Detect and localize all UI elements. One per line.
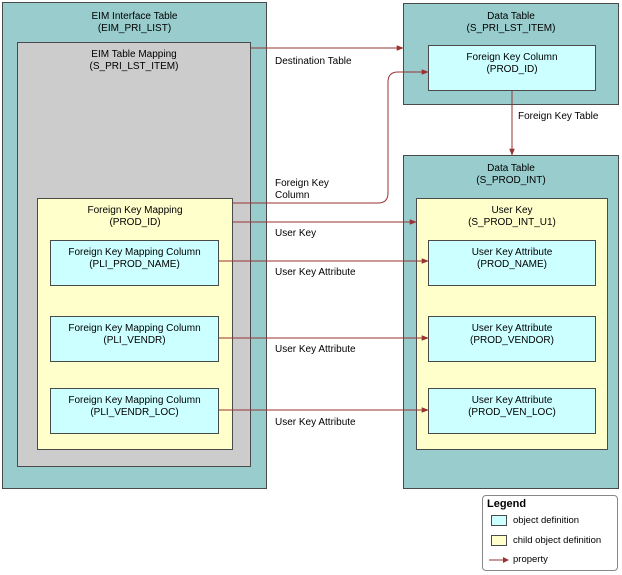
user-key-attribute-title: User Key Attribute — [471, 247, 553, 258]
foreign-key-column: Foreign Key Column (PROD_ID) — [428, 45, 596, 91]
edge-label-user-key-attribute-1: User Key Attribute — [275, 267, 356, 278]
legend-child-object-definition: child object definition — [513, 535, 602, 546]
edge-label-foreign-key-table: Foreign Key Table — [518, 111, 599, 122]
data-table-subtitle: (S_PRI_LST_ITEM) — [466, 23, 556, 34]
eim-table-mapping-subtitle: (S_PRI_LST_ITEM) — [89, 61, 179, 72]
legend-arrow-icon — [489, 557, 509, 563]
user-key-title: User Key — [491, 205, 533, 216]
edge-label-user-key-attribute-3: User Key Attribute — [275, 417, 356, 428]
data-table-subtitle: (S_PROD_INT) — [476, 175, 546, 186]
legend-title: Legend — [487, 498, 527, 510]
user-key-attribute-subtitle: (PROD_VENDOR) — [470, 335, 554, 346]
user-key-attribute-title: User Key Attribute — [471, 323, 553, 334]
foreign-key-column-title: Foreign Key Column — [466, 52, 558, 63]
legend: Legend object definition child object de… — [482, 495, 618, 571]
fk-mapping-column-vendr: Foreign Key Mapping Column (PLI_VENDR) — [50, 316, 219, 362]
fk-mapping-column-title: Foreign Key Mapping Column — [68, 247, 201, 258]
user-key-attribute-prod-ven-loc: User Key Attribute (PROD_VEN_LOC) — [428, 388, 596, 434]
fk-mapping-column-vendr-loc: Foreign Key Mapping Column (PLI_VENDR_LO… — [50, 388, 219, 434]
user-key-attribute-prod-name: User Key Attribute (PROD_NAME) — [428, 240, 596, 286]
fk-mapping-column-subtitle: (PLI_PROD_NAME) — [89, 259, 180, 270]
foreign-key-mapping-subtitle: (PROD_ID) — [109, 217, 161, 228]
user-key-attribute-prod-vendor: User Key Attribute (PROD_VENDOR) — [428, 316, 596, 362]
foreign-key-column-subtitle: (PROD_ID) — [486, 64, 538, 75]
fk-mapping-column-subtitle: (PLI_VENDR_LOC) — [90, 407, 179, 418]
fk-mapping-column-title: Foreign Key Mapping Column — [68, 323, 201, 334]
fk-mapping-column-title: Foreign Key Mapping Column — [68, 395, 201, 406]
user-key-attribute-title: User Key Attribute — [471, 395, 553, 406]
user-key-attribute-subtitle: (PROD_VEN_LOC) — [468, 407, 556, 418]
eim-interface-table-title: EIM Interface Table — [91, 11, 178, 22]
legend-object-definition: object definition — [513, 515, 580, 526]
eim-table-mapping-title: EIM Table Mapping — [91, 49, 177, 60]
user-key-attribute-subtitle: (PROD_NAME) — [476, 259, 547, 270]
legend-swatch-child-object-definition — [491, 535, 507, 546]
foreign-key-mapping-title: Foreign Key Mapping — [87, 205, 183, 216]
data-table-title: Data Table — [487, 163, 535, 174]
edge-label-foreign-key-column-2: Column — [275, 190, 310, 201]
fk-mapping-column-subtitle: (PLI_VENDR) — [103, 335, 166, 346]
edge-label-foreign-key-column-1: Foreign Key — [275, 178, 329, 189]
user-key-subtitle: (S_PROD_INT_U1) — [468, 217, 556, 228]
edge-label-user-key: User Key — [275, 228, 317, 239]
eim-interface-table-subtitle: (EIM_PRI_LIST) — [97, 23, 172, 34]
fk-mapping-column-prod-name: Foreign Key Mapping Column (PLI_PROD_NAM… — [50, 240, 219, 286]
legend-property: property — [513, 554, 548, 565]
edge-label-destination-table: Destination Table — [275, 56, 352, 67]
edge-label-user-key-attribute-2: User Key Attribute — [275, 344, 356, 355]
legend-swatch-object-definition — [491, 515, 507, 526]
data-table-title: Data Table — [487, 11, 535, 22]
